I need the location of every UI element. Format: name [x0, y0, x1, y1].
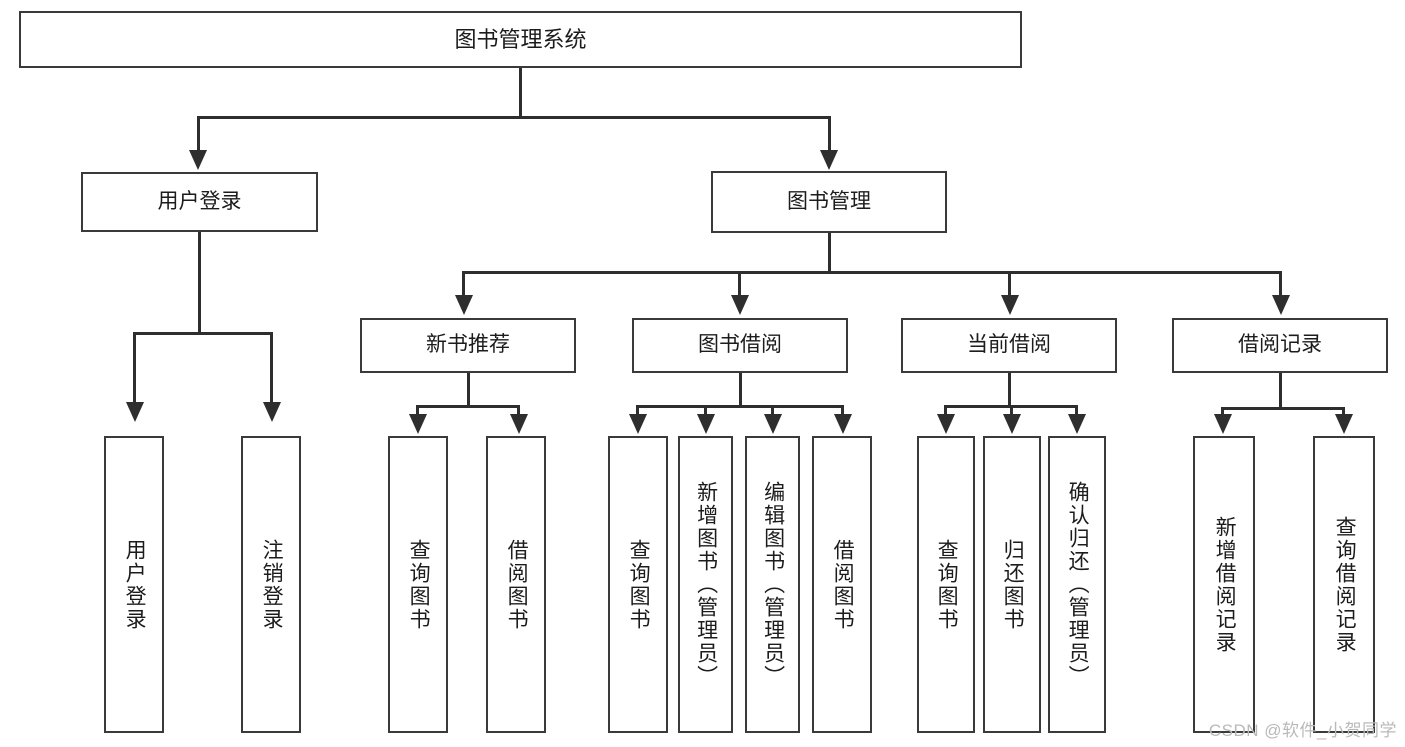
leaf-label: 注销登录	[260, 538, 284, 631]
connector-new-book-leaf1	[416, 405, 419, 417]
node-root-system[interactable]: 图书管理系统	[19, 11, 1022, 68]
connector-new-book-stem	[467, 373, 470, 407]
arrow-to-book-borrow	[731, 295, 749, 315]
connector-current-borrow-leaf1	[944, 405, 947, 417]
leaf-current-confirm-return[interactable]: 确认归还（管理员）	[1048, 436, 1106, 733]
node-borrow-record[interactable]: 借阅记录	[1172, 318, 1388, 373]
node-current-borrow[interactable]: 当前借阅	[901, 318, 1117, 373]
arrow-root-to-book-manage	[820, 150, 838, 170]
connector-new-book-leaf2	[517, 405, 520, 417]
connector-borrow-record-bar	[1221, 407, 1345, 410]
leaf-record-query[interactable]: 查询借阅记录	[1313, 436, 1375, 733]
connector-user-login-leaf2	[270, 332, 273, 404]
connector-borrow-record-leaf1	[1221, 407, 1224, 417]
leaf-new-book-borrow[interactable]: 借阅图书	[486, 436, 546, 733]
node-new-book-recommend[interactable]: 新书推荐	[360, 318, 576, 373]
leaf-label: 新增借阅记录	[1213, 515, 1237, 654]
leaf-current-return-book[interactable]: 归还图书	[983, 436, 1041, 733]
connector-book-borrow-leaf3	[771, 405, 774, 417]
leaf-borrow-borrow-book[interactable]: 借阅图书	[812, 436, 872, 733]
connector-to-new-book	[462, 271, 465, 297]
leaf-borrow-query-book[interactable]: 查询图书	[608, 436, 668, 733]
connector-current-borrow-leaf2	[1010, 405, 1013, 417]
arrow-to-borrow-record	[1272, 295, 1290, 315]
arrow-current-borrow-leaf1	[937, 414, 955, 434]
connector-root-to-book-manage	[828, 116, 831, 152]
leaf-label: 查询图书	[935, 538, 959, 631]
arrow-to-new-book	[455, 295, 473, 315]
connector-current-borrow-stem	[1008, 373, 1011, 407]
connector-book-borrow-leaf4	[841, 405, 844, 417]
connector-to-borrow-record	[1279, 271, 1282, 297]
node-user-login[interactable]: 用户登录	[81, 172, 318, 232]
leaf-user-login[interactable]: 用户登录	[104, 436, 164, 733]
connector-root-bar	[197, 116, 831, 119]
connector-user-login-bar	[133, 332, 273, 335]
leaf-label: 归还图书	[1001, 538, 1025, 631]
connector-root-stem	[519, 68, 522, 118]
leaf-new-book-query[interactable]: 查询图书	[388, 436, 448, 733]
connector-to-book-borrow	[738, 271, 741, 297]
arrow-to-current-borrow	[1001, 295, 1019, 315]
connector-borrow-record-stem	[1279, 373, 1282, 409]
arrow-current-borrow-leaf3	[1068, 414, 1086, 434]
leaf-label: 借阅图书	[831, 538, 855, 631]
arrow-book-borrow-leaf1	[629, 414, 647, 434]
connector-book-manage-stem	[828, 233, 831, 273]
arrow-new-book-leaf2	[510, 414, 528, 434]
leaf-label: 查询借阅记录	[1333, 515, 1357, 654]
arrow-current-borrow-leaf2	[1003, 414, 1021, 434]
connector-book-borrow-leaf1	[636, 405, 639, 417]
leaf-label: 查询图书	[407, 538, 431, 631]
leaf-borrow-add-book[interactable]: 新增图书（管理员）	[678, 436, 733, 733]
connector-root-to-user-login	[197, 116, 200, 152]
arrow-root-to-user-login	[189, 150, 207, 170]
node-book-borrow[interactable]: 图书借阅	[632, 318, 848, 373]
connector-current-borrow-leaf3	[1075, 405, 1078, 417]
arrow-book-borrow-leaf2	[697, 414, 715, 434]
arrow-new-book-leaf1	[409, 414, 427, 434]
connector-book-borrow-bar	[636, 405, 844, 408]
arrow-book-borrow-leaf3	[764, 414, 782, 434]
leaf-label: 查询图书	[627, 538, 651, 631]
leaf-logout[interactable]: 注销登录	[241, 436, 301, 733]
arrow-book-borrow-leaf4	[834, 414, 852, 434]
leaf-label: 借阅图书	[505, 538, 529, 631]
arrow-borrow-record-leaf1	[1214, 414, 1232, 434]
connector-new-book-bar	[416, 405, 520, 408]
leaf-label: 编辑图书（管理员）	[761, 481, 785, 688]
connector-borrow-record-leaf2	[1342, 407, 1345, 417]
connector-user-login-leaf1	[133, 332, 136, 404]
arrow-borrow-record-leaf2	[1335, 414, 1353, 434]
connector-book-borrow-leaf2	[704, 405, 707, 417]
connector-book-borrow-stem	[739, 373, 742, 407]
leaf-borrow-edit-book[interactable]: 编辑图书（管理员）	[745, 436, 800, 733]
watermark-text: CSDN @软件_小贺同学	[1208, 721, 1397, 740]
leaf-label: 用户登录	[123, 538, 147, 631]
arrow-user-login-leaf2	[263, 402, 281, 422]
arrow-user-login-leaf1	[126, 402, 144, 422]
connector-user-login-stem	[198, 232, 201, 334]
node-book-manage[interactable]: 图书管理	[711, 171, 947, 233]
leaf-label: 确认归还（管理员）	[1066, 481, 1090, 688]
leaf-current-query-book[interactable]: 查询图书	[917, 436, 975, 733]
connector-book-manage-bar	[462, 271, 1282, 274]
connector-to-current-borrow	[1008, 271, 1011, 297]
leaf-record-add[interactable]: 新增借阅记录	[1193, 436, 1255, 733]
leaf-label: 新增图书（管理员）	[694, 481, 718, 688]
